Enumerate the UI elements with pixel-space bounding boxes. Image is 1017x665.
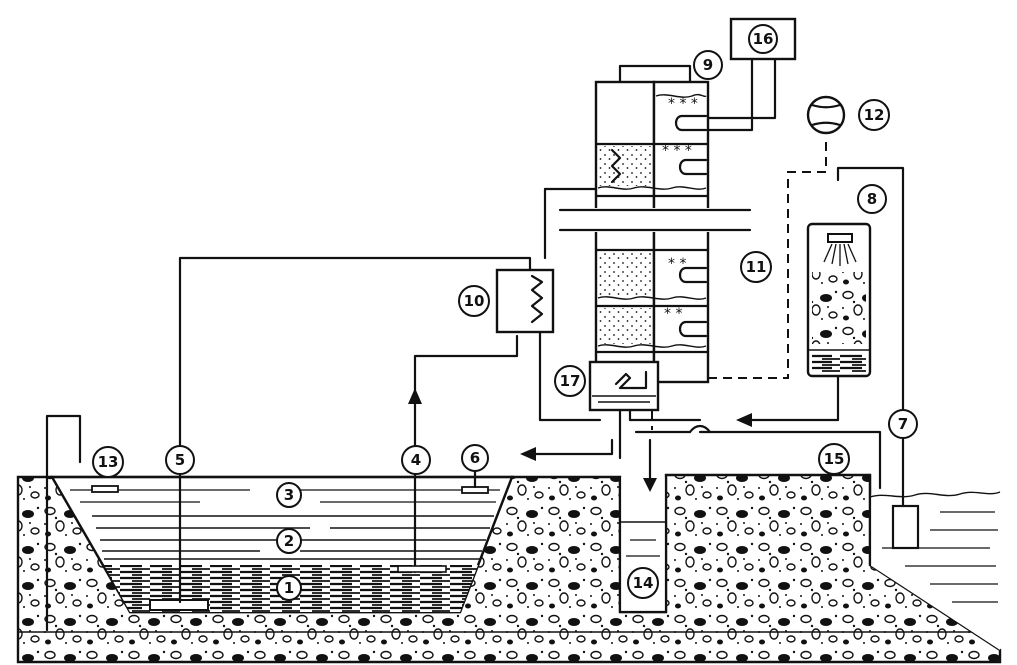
svg-text:* * *: * * * bbox=[668, 96, 698, 112]
label-11: 11 bbox=[740, 251, 772, 283]
heat-exchanger-10 bbox=[495, 268, 555, 334]
label-1: 1 bbox=[276, 575, 302, 601]
label-12: 12 bbox=[858, 99, 890, 131]
svg-text:9: 9 bbox=[703, 56, 713, 74]
svg-text:16: 16 bbox=[753, 30, 774, 48]
svg-text:11: 11 bbox=[746, 258, 767, 276]
svg-text:* *: * * bbox=[668, 256, 686, 272]
label-9: 9 bbox=[693, 50, 723, 80]
svg-text:* *: * * bbox=[664, 306, 682, 322]
svg-text:5: 5 bbox=[175, 451, 185, 469]
distillation-column: * * * * * * * * * * bbox=[558, 80, 752, 412]
svg-text:2: 2 bbox=[284, 532, 294, 550]
svg-text:13: 13 bbox=[98, 453, 119, 471]
svg-text:12: 12 bbox=[864, 106, 885, 124]
vacuum-pump-12 bbox=[806, 95, 846, 135]
label-4: 4 bbox=[401, 445, 431, 475]
label-6: 6 bbox=[461, 444, 489, 472]
label-8: 8 bbox=[857, 184, 887, 214]
svg-text:15: 15 bbox=[824, 450, 845, 468]
svg-text:1: 1 bbox=[284, 579, 294, 597]
svg-text:3: 3 bbox=[284, 486, 294, 504]
label-16: 16 bbox=[748, 24, 778, 54]
packed-tower-8 bbox=[806, 222, 872, 378]
label-5: 5 bbox=[165, 445, 195, 475]
svg-text:6: 6 bbox=[470, 449, 480, 467]
label-15: 15 bbox=[818, 443, 850, 475]
svg-text:7: 7 bbox=[898, 415, 908, 433]
label-17: 17 bbox=[554, 365, 586, 397]
svg-text:10: 10 bbox=[464, 292, 485, 310]
svg-text:4: 4 bbox=[411, 451, 421, 469]
label-14: 14 bbox=[627, 567, 659, 599]
label-7: 7 bbox=[888, 409, 918, 439]
svg-text:8: 8 bbox=[867, 190, 877, 208]
svg-text:17: 17 bbox=[560, 372, 581, 390]
label-13: 13 bbox=[92, 446, 124, 478]
sea-15 bbox=[868, 473, 1001, 650]
label-10: 10 bbox=[458, 285, 490, 317]
label-2: 2 bbox=[276, 528, 302, 554]
svg-text:* * *: * * * bbox=[662, 143, 692, 159]
label-3: 3 bbox=[276, 482, 302, 508]
svg-text:14: 14 bbox=[633, 574, 654, 592]
